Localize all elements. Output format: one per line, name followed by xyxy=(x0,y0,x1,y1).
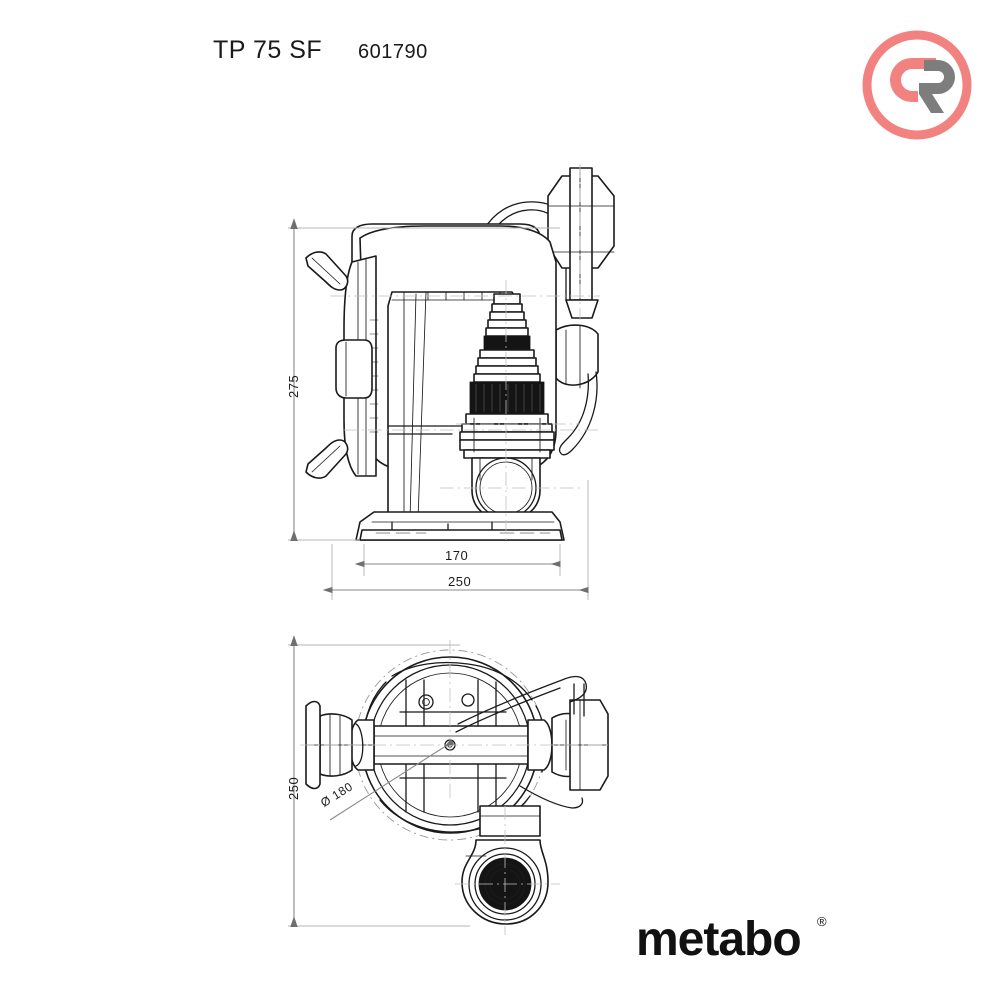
side-view-group xyxy=(288,164,615,600)
discharge-port-top-view xyxy=(461,805,549,925)
dimension-label-diameter-180: Ø 180 xyxy=(318,779,356,810)
svg-text:®: ® xyxy=(817,914,827,929)
pump-base-foot xyxy=(355,511,565,541)
side-view-dimensions xyxy=(288,218,589,600)
dimension-label-depth-250: 250 xyxy=(286,776,301,800)
page-title-article-number: 601790 xyxy=(358,41,428,63)
side-view-centerlines xyxy=(330,164,600,540)
metabo-wordmark: metabo ® xyxy=(636,908,836,970)
carry-handle xyxy=(351,223,541,347)
cr-circle-logo xyxy=(858,26,976,144)
handle-bridge xyxy=(373,725,529,765)
top-view-body xyxy=(361,656,546,834)
svg-text:metabo: metabo xyxy=(636,913,801,966)
cable-clip-right xyxy=(543,324,599,456)
vent-slots xyxy=(369,319,379,433)
float-cable-arm xyxy=(455,675,588,809)
hose-adapter-stepped xyxy=(459,293,555,459)
power-cable xyxy=(468,201,575,301)
float-switch-holder xyxy=(335,339,373,399)
motor-plate-ribs xyxy=(399,679,507,813)
page-title-model: TP 75 SF xyxy=(213,36,323,64)
top-view-dimensions xyxy=(288,635,470,928)
left-coupling-nozzle xyxy=(305,700,375,790)
outlet-elbow xyxy=(471,457,541,521)
pump-housing xyxy=(359,225,557,521)
dimension-label-width-250: 250 xyxy=(448,574,472,589)
dimension-label-width-170: 170 xyxy=(445,548,469,563)
float-guide-rail-left xyxy=(343,255,379,477)
right-coupling-plug xyxy=(527,699,609,791)
mains-plug xyxy=(547,167,615,319)
float-switch-arm-lower xyxy=(305,439,349,479)
float-switch-arm-upper xyxy=(305,251,349,291)
dimension-label-height-275: 275 xyxy=(286,374,301,398)
diameter-180-circle xyxy=(354,649,546,841)
